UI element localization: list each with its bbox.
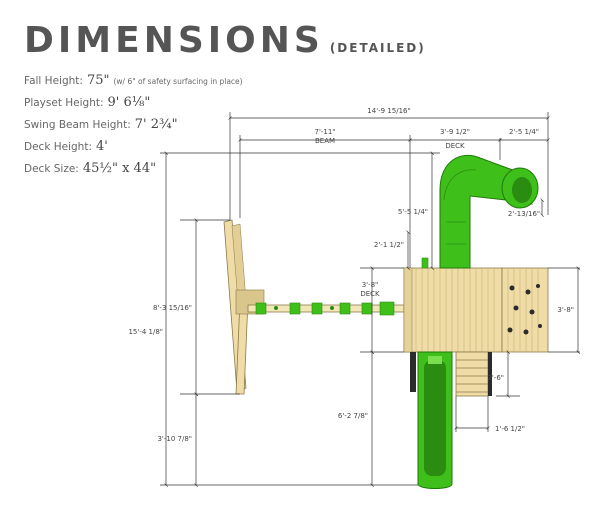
dim-slide-exit: 2'-13/16" — [508, 210, 540, 218]
page-title: DIMENSIONS (DETAILED) — [24, 20, 426, 61]
dim-slide-top-offset: 2'-5 1/4" — [509, 128, 539, 136]
dim-bottom-left: 3'-10 7/8" — [157, 435, 192, 443]
dim-overall-depth: 15'-4 1/8" — [128, 328, 163, 336]
spec-swing-beam-height: Swing Beam Height:7' 2¾" — [24, 114, 264, 136]
spec-value: 7' 2¾" — [134, 117, 178, 132]
spec-label: Fall Height: — [24, 75, 83, 87]
spec-label: Playset Height: — [24, 97, 104, 109]
playset-illustration — [223, 154, 549, 489]
dim-deck-upper: 2'-1 1/2" — [374, 241, 404, 249]
spec-fall-height: Fall Height:75"(w/ 6" of safety surfacin… — [24, 70, 264, 92]
spec-note: (w/ 6" of safety surfacing in place) — [113, 77, 243, 86]
side-panel — [501, 267, 549, 353]
spec-list: Fall Height:75"(w/ 6" of safety surfacin… — [24, 70, 264, 180]
spec-value: 4' — [95, 139, 108, 154]
dim-deck-width-top: 3'-9 1/2" — [440, 128, 470, 136]
dimension-lines — [160, 112, 580, 485]
dim-deck-label-side: DECK — [360, 290, 380, 298]
spec-value: 75" — [86, 73, 110, 88]
title-subtitle: (DETAILED) — [329, 41, 426, 55]
title-main: DIMENSIONS — [24, 20, 324, 61]
spec-label: Deck Size: — [24, 163, 79, 175]
ladder — [455, 351, 492, 397]
spec-deck-height: Deck Height:4' — [24, 136, 264, 158]
spec-playset-height: Playset Height:9' 6⅛" — [24, 92, 264, 114]
spec-label: Deck Height: — [24, 141, 92, 153]
spec-label: Swing Beam Height: — [24, 119, 131, 131]
dim-deck-width-side: 3'-8" — [362, 281, 379, 289]
spec-value: 9' 6⅛" — [107, 95, 151, 110]
dim-beam-label: BEAM — [315, 137, 335, 145]
dim-ladder-width: 1'-6 1/2" — [495, 425, 525, 433]
dim-right-side: 3'-8" — [557, 306, 574, 314]
dim-deck-label-top: DECK — [445, 142, 465, 150]
dim-swing-a-frame: 8'-3 15/16" — [153, 304, 192, 312]
spec-deck-size: Deck Size:45½" x 44" — [24, 158, 264, 180]
dim-beam-length: 7'-11" — [314, 128, 335, 136]
spec-value: 45½" x 44" — [82, 161, 157, 176]
dim-overall-width: 14'-9 15/16" — [367, 107, 410, 115]
main-deck — [403, 267, 503, 353]
tube-slide — [421, 154, 539, 269]
swing-beam — [247, 301, 405, 316]
straight-slide — [410, 351, 453, 489]
dim-ladder-length: 2'-6" — [487, 374, 504, 382]
dim-slide-drop: 5'-5 1/4" — [398, 208, 428, 216]
dimension-labels: 14'-9 15/16" 7'-11" BEAM 3'-9 1/2" DECK … — [128, 107, 574, 443]
dim-lower-right: 6'-2 7/8" — [338, 412, 368, 420]
